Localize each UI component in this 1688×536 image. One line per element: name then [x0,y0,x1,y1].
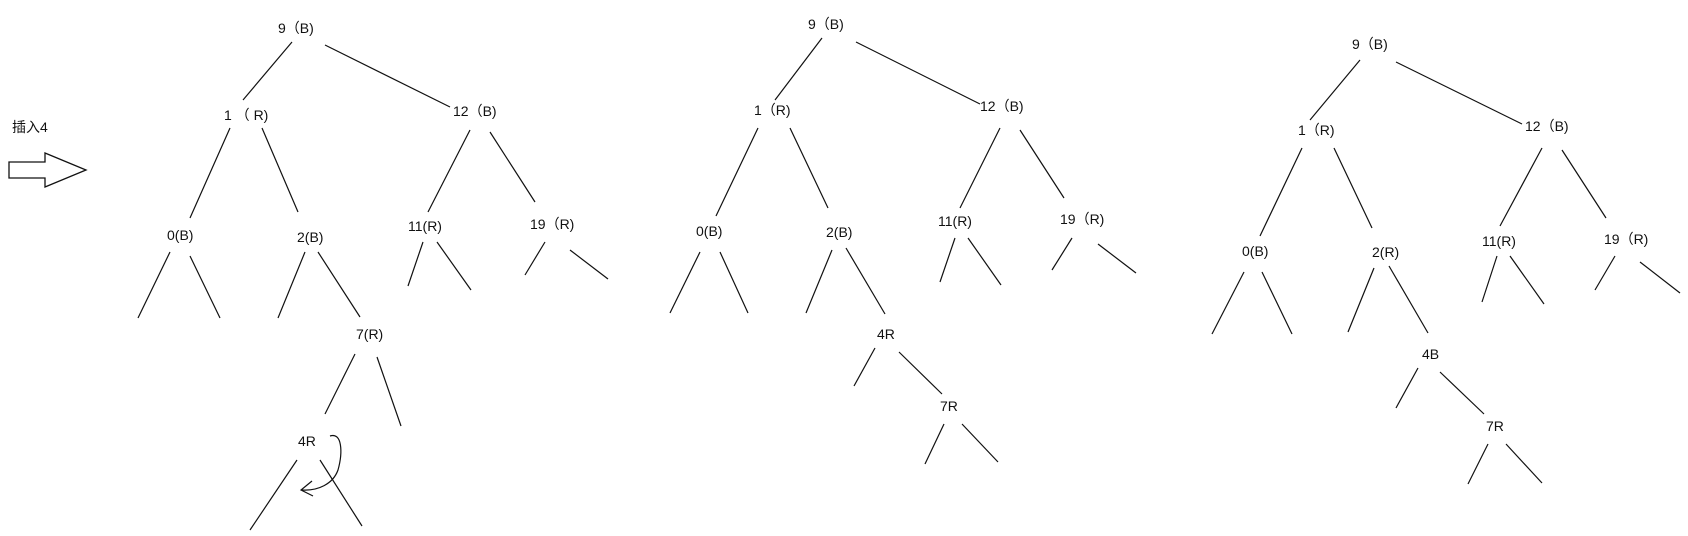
edge [1395,367,1419,409]
node-label: 7(R) [356,326,383,342]
edge [189,127,231,219]
node-label: 12（B) [1525,118,1569,134]
edge [961,423,999,463]
edge [1333,147,1373,229]
node-label: 7R [940,398,958,414]
node-label: 7R [1486,418,1504,434]
node-label: 4R [877,326,895,342]
node-label: 2(B) [297,229,323,245]
edge [427,129,471,213]
node-label: 4R [298,433,316,449]
edge [967,237,1002,286]
edge [261,127,299,213]
edge [898,351,943,395]
edge [249,459,298,531]
node-label: 2(B) [826,224,852,240]
edge [1347,267,1375,333]
node-label: 0(B) [696,223,722,239]
edge [319,459,363,527]
edge [1594,255,1616,291]
edge [137,251,171,319]
arrowhead-icon [299,480,314,497]
edge [939,237,956,283]
edge [853,347,876,387]
tree-1-labels: 9（B) 1 （ R) 12（B) 0(B) 2(B) 11(R) 19（R) … [167,20,574,449]
node-label: 1（R) [754,102,791,118]
edge [789,127,829,209]
edge [924,423,945,465]
node-label: 9（B) [808,16,844,32]
node-label: 4B [1422,346,1439,362]
node-label: 9（B) [1352,36,1388,52]
edge [855,41,981,105]
edge [242,41,293,101]
tree-1 [137,41,609,531]
edge [1019,129,1065,199]
node-label: 1 （ R) [224,107,268,123]
edge [436,241,472,291]
node-label: 12（B) [453,103,497,119]
node-label: 1（R) [1298,122,1335,138]
edge [569,249,609,280]
node-label: 11(R) [938,213,972,229]
edge [524,241,546,276]
edge [407,241,424,287]
node-label: 9（B) [278,20,314,36]
rotation-curve-arrow [301,434,342,491]
edge [774,37,823,101]
edge [277,251,306,319]
edge [1388,265,1429,334]
edge [1467,443,1489,485]
edge [1561,149,1607,219]
tree-2 [669,37,1137,465]
edge [669,251,701,314]
edge [1505,443,1543,484]
node-label: 19（R) [530,216,574,232]
edge [1639,261,1681,294]
edge [1439,371,1485,415]
node-label: 11(R) [1482,233,1516,249]
edge [1509,255,1545,305]
edge [317,251,361,318]
edge [1261,271,1293,335]
node-label: 0(B) [167,227,193,243]
edge [805,249,833,314]
edge [489,131,536,203]
edge [1097,243,1137,274]
edge [1259,147,1303,237]
right-arrow-icon [8,152,88,188]
node-label: 0(B) [1242,243,1268,259]
node-label: 19（R) [1604,231,1648,247]
tree-2-labels: 9（B) 1（R) 12（B) 0(B) 2(B) 11(R) 19（R) 4R… [696,16,1104,414]
node-label: 12（B) [980,98,1024,114]
edge [1499,147,1543,227]
edge [845,247,886,315]
edge [324,44,451,108]
edge [719,251,749,314]
edge [324,353,356,415]
node-label: 11(R) [408,218,442,234]
node-label: 19（R) [1060,211,1104,227]
node-label: 2(R) [1372,244,1399,260]
tree-3 [1211,59,1681,485]
edge [1051,237,1073,271]
edge [376,356,402,427]
edge [1395,61,1523,125]
insert-label: 插入4 [12,119,48,135]
edge [1211,271,1245,335]
tree-3-labels: 9（B) 1（R) 12（B) 0(B) 2(R) 11(R) 19（R) 4B… [1242,36,1648,434]
edge [189,255,221,319]
edge [959,127,1001,209]
edge [1481,255,1498,303]
edge [715,127,759,217]
edge [1309,59,1361,121]
